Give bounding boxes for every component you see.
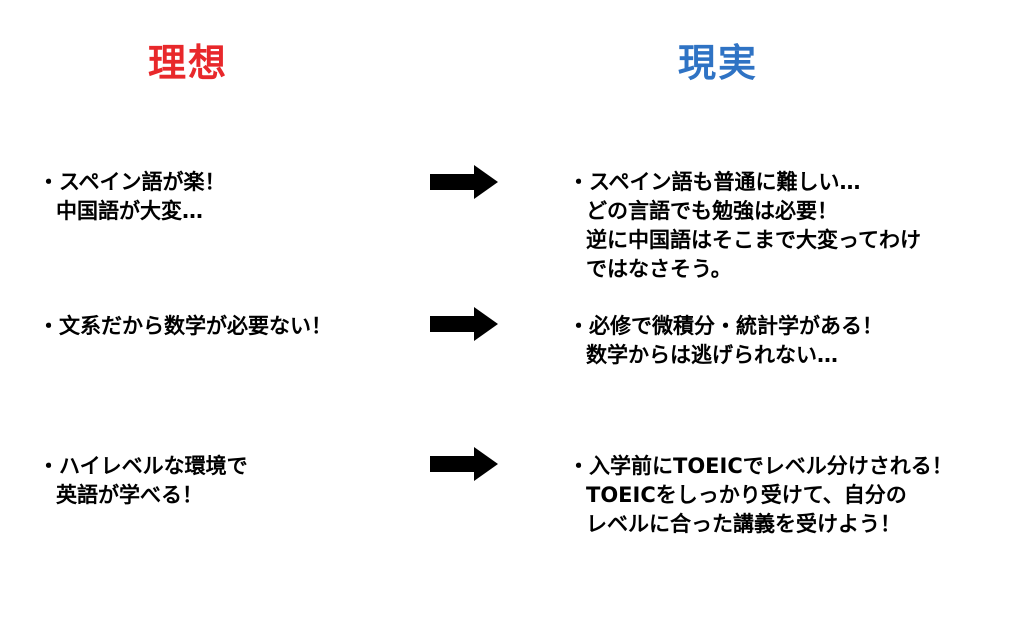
ideal-item-1-line-2: 中国語が大変… [56, 199, 203, 223]
ideal-item-3: ・ハイレベルな環境で 英語が学べる！ [38, 452, 248, 510]
reality-item-1: ・スペイン語も普通に難しい… どの言語でも勉強は必要！ 逆に中国語はそこまで大変… [568, 168, 921, 284]
ideal-item-1: ・スペイン語が楽！ 中国語が大変… [38, 168, 226, 226]
reality-item-2-line-1: ・必修で微積分・統計学がある！ [568, 314, 883, 338]
ideal-item-1-line-1: ・スペイン語が楽！ [38, 170, 226, 194]
reality-item-2-line-2: 数学からは逃げられない… [586, 343, 838, 367]
arrow-right-icon [430, 165, 498, 199]
reality-item-1-line-1: ・スペイン語も普通に難しい… [568, 170, 861, 194]
arrow-right-icon [430, 307, 498, 341]
reality-item-1-line-2: どの言語でも勉強は必要！ [586, 199, 838, 223]
ideal-item-2: ・文系だから数学が必要ない！ [38, 312, 332, 341]
heading-reality: 現実 [678, 41, 759, 85]
arrow-right-icon [430, 447, 498, 481]
reality-item-1-line-4: ではなさそう。 [586, 257, 732, 281]
reality-item-2: ・必修で微積分・統計学がある！ 数学からは逃げられない… [568, 312, 883, 370]
reality-item-3: ・入学前にTOEICでレベル分けされる！ TOEICをしっかり受けて、自分の レ… [568, 452, 953, 539]
ideal-item-3-line-2: 英語が学べる！ [56, 483, 203, 507]
reality-item-3-line-2: TOEICをしっかり受けて、自分の [586, 483, 907, 507]
reality-item-3-line-1: ・入学前にTOEICでレベル分けされる！ [568, 454, 953, 478]
reality-item-1-line-3: 逆に中国語はそこまで大変ってわけ [586, 228, 921, 252]
reality-item-3-line-3: レベルに合った講義を受けよう！ [586, 512, 901, 536]
ideal-item-3-line-1: ・ハイレベルな環境で [38, 454, 248, 478]
ideal-item-2-line-1: ・文系だから数学が必要ない！ [38, 314, 332, 338]
heading-ideal: 理想 [148, 41, 229, 85]
